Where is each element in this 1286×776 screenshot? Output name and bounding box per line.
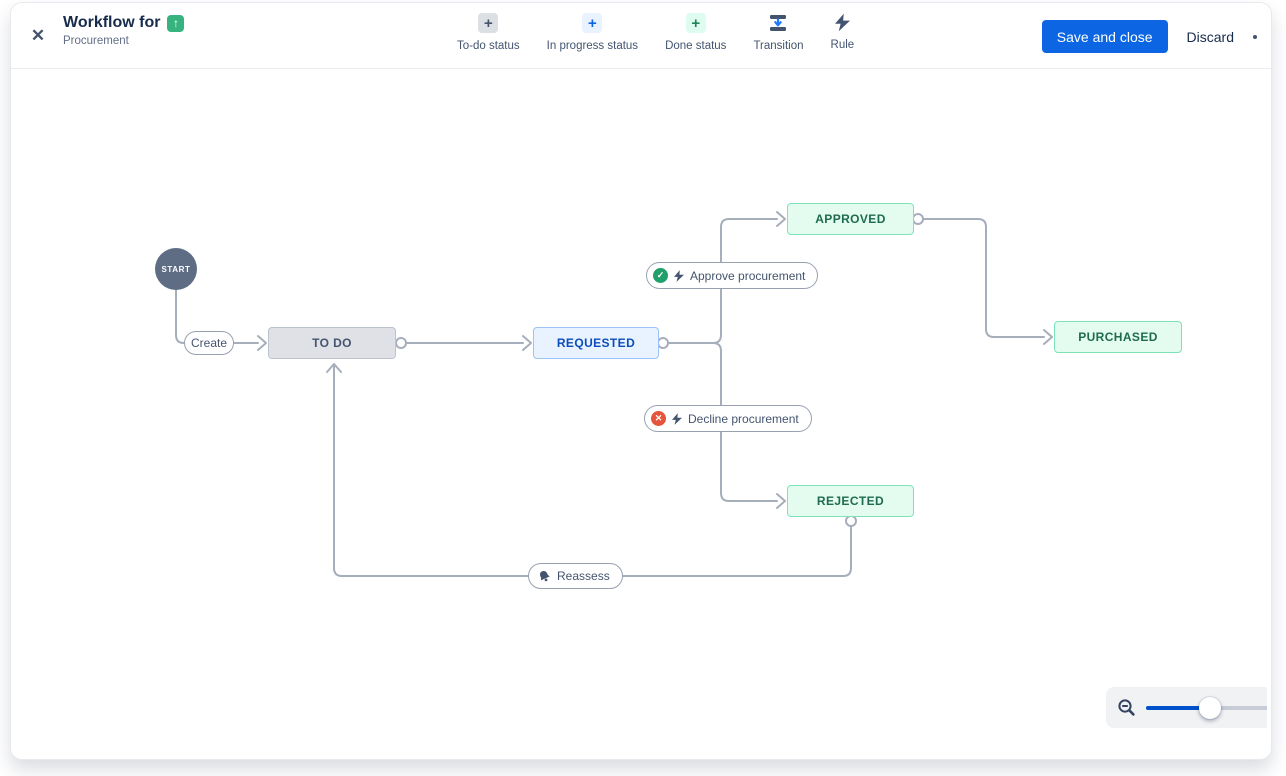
rule-lightning-icon (672, 412, 682, 425)
start-node[interactable]: START (155, 248, 197, 290)
transition-reassess[interactable]: Reassess (528, 563, 623, 589)
zoom-slider[interactable] (1146, 687, 1267, 728)
header-actions: Save and close Discard (1041, 20, 1263, 53)
issue-type-icon: ↑ (167, 14, 185, 32)
todo-status-tool[interactable]: + To-do status (457, 13, 520, 52)
done-status-tool[interactable]: + Done status (665, 13, 727, 52)
workflow-subtitle: Procurement (63, 35, 129, 47)
workflow-edges (175, 211, 1053, 577)
port-rejected-bottom[interactable] (845, 515, 857, 527)
top-bar: ✕ Workflow for ↑ Procurement + To-do sta… (11, 3, 1271, 69)
port-approved-right[interactable] (912, 213, 924, 225)
status-purchased[interactable]: PURCHASED (1054, 321, 1182, 353)
status-rejected[interactable]: REJECTED (787, 485, 914, 517)
bell-icon (539, 570, 550, 581)
decline-cross-icon: ✕ (651, 411, 666, 426)
transition-approve-procurement[interactable]: ✓ Approve procurement (646, 262, 819, 289)
zoom-slider-thumb[interactable] (1199, 696, 1222, 719)
workflow-canvas[interactable]: START Create TO DO REQUESTED APPROVED PU… (11, 70, 1271, 759)
title-block: Workflow for ↑ Procurement (63, 14, 185, 47)
in-progress-status-tool[interactable]: + In progress status (546, 13, 639, 52)
status-requested[interactable]: REQUESTED (533, 327, 659, 359)
discard-button[interactable]: Discard (1186, 28, 1234, 45)
save-and-close-button[interactable]: Save and close (1041, 20, 1168, 53)
transition-icon (770, 15, 787, 31)
rule-lightning-icon (834, 13, 850, 32)
rule-tool[interactable]: Rule (831, 13, 854, 51)
palette-toolbar: + To-do status + In progress status + Do… (457, 13, 854, 52)
plus-icon: + (685, 13, 706, 33)
zoom-control (1106, 687, 1267, 728)
plus-icon: + (582, 13, 603, 33)
page-title: Workflow for (63, 14, 161, 31)
transition-decline-procurement[interactable]: ✕ Decline procurement (644, 405, 812, 432)
zoom-out-icon (1118, 698, 1135, 716)
transition-create[interactable]: Create (184, 331, 234, 355)
more-indicator-dot (1253, 34, 1257, 39)
zoom-out-button[interactable] (1117, 698, 1137, 718)
rule-lightning-icon (674, 269, 684, 282)
transition-tool[interactable]: Transition (753, 13, 804, 52)
approval-check-icon: ✓ (653, 268, 668, 283)
status-approved[interactable]: APPROVED (787, 203, 914, 235)
plus-icon: + (478, 13, 499, 33)
port-requested-right[interactable] (657, 337, 669, 349)
workflow-editor-window: ✕ Workflow for ↑ Procurement + To-do sta… (10, 2, 1272, 760)
status-to-do[interactable]: TO DO (268, 327, 396, 359)
close-icon[interactable]: ✕ (25, 23, 51, 49)
zoom-slider-fill (1146, 705, 1211, 710)
port-todo-right[interactable] (395, 337, 407, 349)
